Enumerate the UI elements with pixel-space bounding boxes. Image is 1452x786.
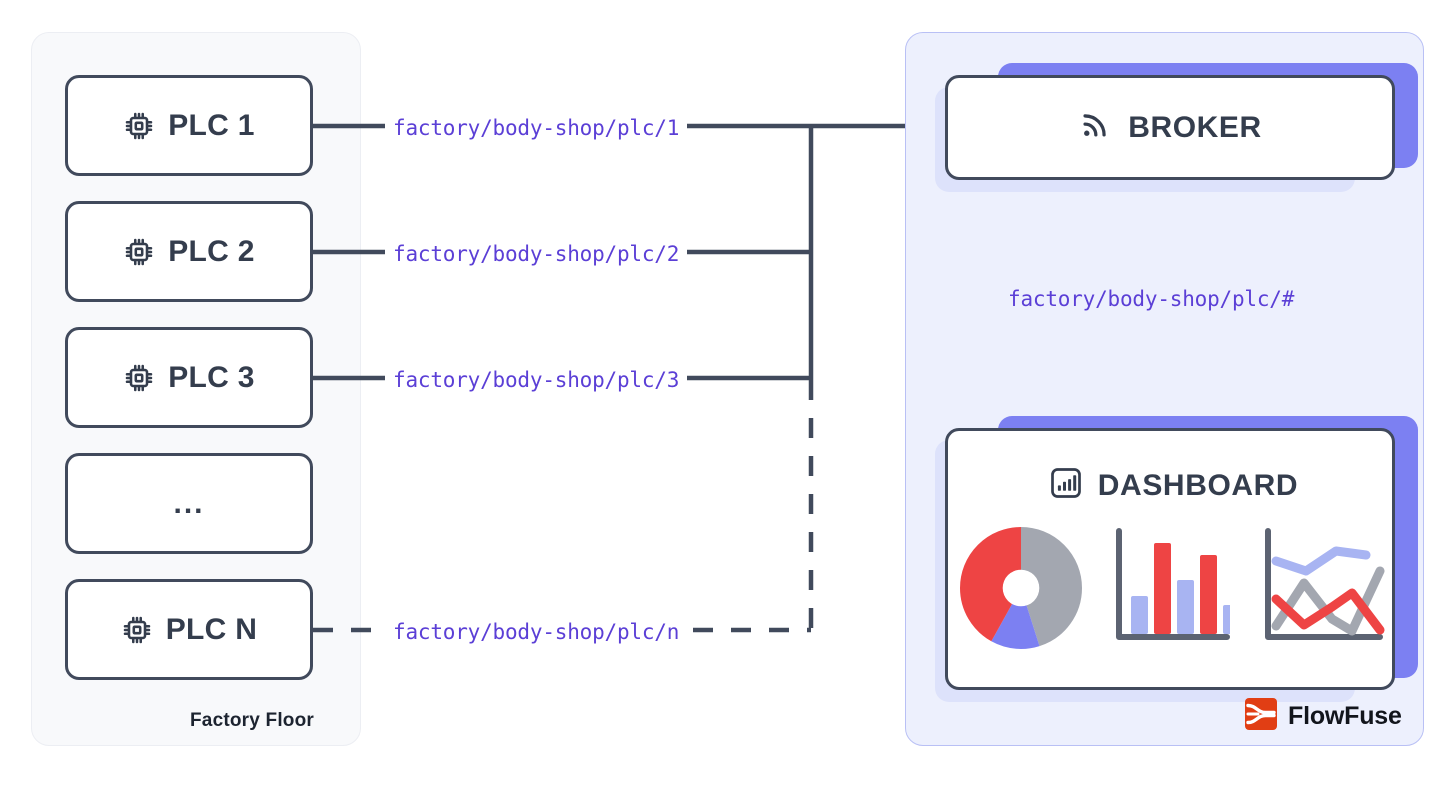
- ellipsis-label: ...: [173, 486, 205, 520]
- donut-chart-widget: [960, 527, 1082, 649]
- broker-card[interactable]: BROKER: [935, 63, 1418, 192]
- chip-icon: [121, 614, 153, 646]
- flowfuse-logo-icon: [1245, 698, 1277, 735]
- topic-label-subscribe: factory/body-shop/plc/#: [998, 284, 1305, 314]
- broker-title: BROKER: [1128, 110, 1262, 144]
- chip-icon: [123, 362, 155, 394]
- device-name: PLC 1: [168, 108, 255, 142]
- dashboard-widgets: [948, 527, 1398, 649]
- device-card-ellipsis: ...: [65, 453, 313, 554]
- flowfuse-wordmark: FlowFuse: [1288, 702, 1402, 730]
- device-card-plc-2[interactable]: PLC 2: [65, 201, 313, 302]
- device-card-plc-1[interactable]: PLC 1: [65, 75, 313, 176]
- topic-label-plc-1: factory/body-shop/plc/1: [385, 114, 688, 142]
- dashboard-card[interactable]: DASHBOARD: [935, 416, 1418, 702]
- device-name: PLC 2: [168, 234, 255, 268]
- bar-chart-widget: [1116, 528, 1230, 640]
- bar-chart-icon: [1048, 465, 1084, 506]
- chip-icon: [123, 110, 155, 142]
- dashboard-card-body: DASHBOARD: [945, 428, 1395, 690]
- dashboard-header: DASHBOARD: [948, 465, 1398, 506]
- device-name: PLC N: [165, 612, 258, 646]
- broker-card-body: BROKER: [945, 75, 1395, 180]
- device-card-plc-n[interactable]: PLC N: [65, 579, 313, 680]
- device-card-plc-3[interactable]: PLC 3: [65, 327, 313, 428]
- device-name: PLC 3: [168, 360, 255, 394]
- flowfuse-brand: FlowFuse: [1245, 698, 1402, 735]
- topic-label-plc-n: factory/body-shop/plc/n: [385, 618, 688, 646]
- broadcast-icon: [1078, 108, 1112, 147]
- topic-label-plc-3: factory/body-shop/plc/3: [385, 366, 688, 394]
- dashboard-title: DASHBOARD: [1097, 468, 1299, 502]
- topic-label-plc-2: factory/body-shop/plc/2: [385, 240, 688, 268]
- line-chart-widget: [1265, 528, 1385, 640]
- factory-floor-label: Factory Floor: [190, 710, 315, 731]
- chip-icon: [123, 236, 155, 268]
